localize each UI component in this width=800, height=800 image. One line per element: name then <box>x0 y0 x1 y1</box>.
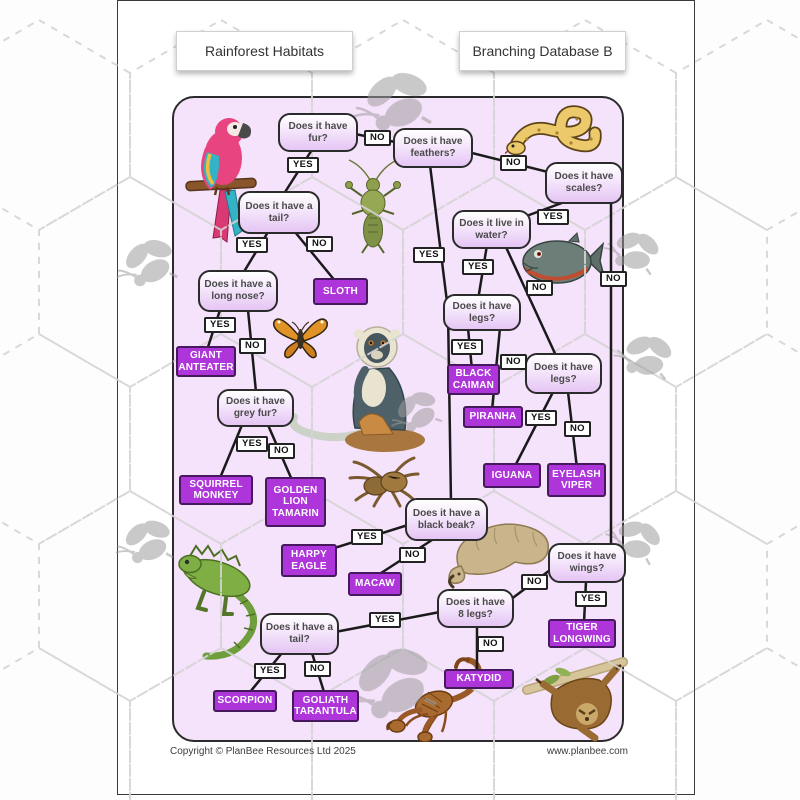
scorpion-image <box>386 657 483 742</box>
label-wings-no: NO <box>521 574 548 591</box>
label-wings-yes: YES <box>575 591 607 608</box>
label-legs1-no: NO <box>500 354 527 371</box>
label-water-yes: YES <box>462 259 494 276</box>
footer-copyright: Copyright © PlanBee Resources Ltd 2025 <box>170 746 356 757</box>
label-legs2-no: NO <box>564 421 591 438</box>
label-legs1-yes: YES <box>451 339 483 356</box>
label-fur-yes: YES <box>287 157 319 174</box>
label-eight-legs-no: NO <box>477 636 504 653</box>
question-wings: Does it have wings? <box>548 543 626 583</box>
label-tail1-yes: YES <box>236 237 268 254</box>
label-black-beak-yes: YES <box>351 529 383 546</box>
label-grey-fur-yes: YES <box>236 436 268 453</box>
label-tail2-no: NO <box>304 661 331 678</box>
label-legs2-yes: YES <box>525 410 557 427</box>
label-long-nose-no: NO <box>239 338 266 355</box>
green-insect-image <box>345 159 401 254</box>
question-feathers: Does it have feathers? <box>393 128 473 168</box>
question-grey-fur: Does it have grey fur? <box>217 389 294 427</box>
answer-golden-lion-tamarin: GOLDEN LION TAMARIN <box>265 477 326 527</box>
answer-goliath-tarantula: GOLIATH TARANTULA <box>292 690 359 722</box>
question-tail-2: Does it have a tail? <box>260 613 339 655</box>
label-feathers-yes: YES <box>413 247 445 264</box>
question-black-beak: Does it have a black beak? <box>405 498 488 541</box>
answer-giant-anteater: GIANT ANTEATER <box>176 346 236 377</box>
question-fur: Does it have fur? <box>278 113 358 152</box>
label-feathers-no: NO <box>500 155 527 172</box>
answer-macaw: MACAW <box>348 572 402 596</box>
label-water-no: NO <box>526 280 553 297</box>
answer-tiger-longwing: TIGER LONGWING <box>548 619 616 648</box>
question-tail-1: Does it have a tail? <box>238 191 320 234</box>
answer-eyelash-viper: EYELASH VIPER <box>547 463 606 497</box>
question-legs-1: Does it have legs? <box>443 294 521 331</box>
label-black-beak-no: NO <box>399 547 426 564</box>
answer-piranha: PIRANHA <box>463 406 523 428</box>
label-fur-no: NO <box>364 130 391 147</box>
label-eight-legs-yes: YES <box>369 612 401 629</box>
answer-scorpion: SCORPION <box>213 690 277 712</box>
header-subject-title: Rainforest Habitats <box>204 43 325 59</box>
label-long-nose-yes: YES <box>204 317 236 334</box>
label-grey-fur-no: NO <box>268 443 295 460</box>
label-tail2-yes: YES <box>254 663 286 680</box>
sloth-image <box>522 657 628 742</box>
answer-squirrel-monkey: SQUIRREL MONKEY <box>179 475 253 505</box>
footer-website: www.planbee.com <box>546 746 628 757</box>
question-legs-2: Does it have legs? <box>525 353 602 394</box>
question-water: Does it live in water? <box>452 210 531 249</box>
question-eight-legs: Does it have 8 legs? <box>437 589 514 628</box>
question-long-nose: Does it have a long nose? <box>198 270 278 312</box>
squirrel-monkey-image <box>288 326 425 452</box>
header-doc-title: Branching Database B <box>472 43 613 59</box>
answer-harpy-eagle: HARPY EAGLE <box>281 544 337 577</box>
answer-black-caiman: BLACK CAIMAN <box>447 364 500 395</box>
answer-katydid: KATYDID <box>444 669 514 689</box>
label-scales-no: NO <box>600 271 627 288</box>
answer-sloth: SLOTH <box>313 278 368 305</box>
header-subject-box: Rainforest Habitats <box>176 31 353 71</box>
label-scales-yes: YES <box>537 209 569 226</box>
label-tail1-no: NO <box>306 236 333 253</box>
question-scales: Does it have scales? <box>545 162 623 204</box>
header-doc-box: Branching Database B <box>459 31 626 71</box>
answer-iguana: IGUANA <box>483 463 541 488</box>
